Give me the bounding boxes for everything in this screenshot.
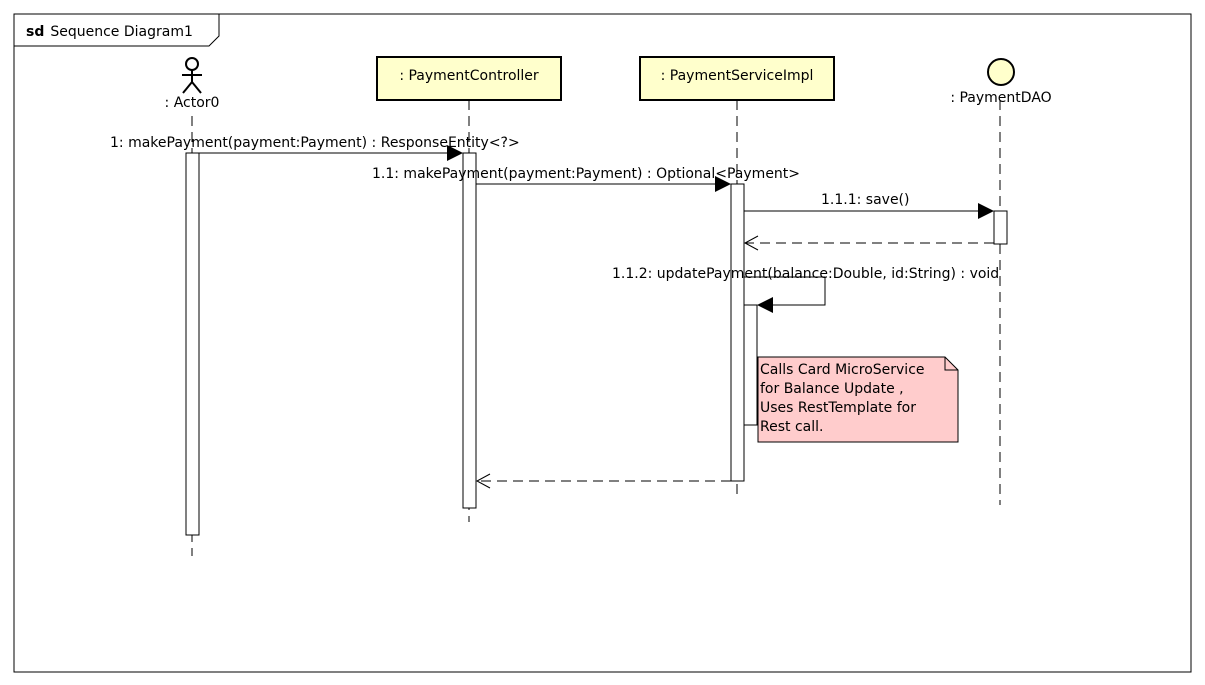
- note-line-1: Calls Card MicroService: [760, 362, 925, 378]
- activation-bar-dao: [993, 210, 1008, 245]
- message-1-1-1[interactable]: 1.1.1: save(): [744, 192, 994, 219]
- actor-icon: [182, 57, 202, 94]
- return-message-dao[interactable]: [743, 235, 994, 251]
- arrowhead-filled-icon: [447, 145, 463, 161]
- participant-label: : PaymentDAO: [950, 90, 1051, 106]
- frame-title: Sequence Diagram1: [50, 24, 193, 40]
- actor-participant[interactable]: : Actor0: [165, 57, 220, 111]
- message-label: 1.1.2: updatePayment(balance:Double, id:…: [612, 266, 999, 282]
- actor-label: : Actor0: [165, 95, 220, 111]
- participant-label: : PaymentServiceImpl: [661, 68, 814, 84]
- arrowhead-filled-icon: [715, 176, 731, 192]
- activation-bar-service-nested: [743, 304, 758, 426]
- message-1[interactable]: 1: makePayment(payment:Payment) : Respon…: [110, 135, 520, 161]
- message-label: 1.1.1: save(): [821, 192, 909, 208]
- note-line-3: Uses RestTemplate for: [760, 400, 916, 416]
- return-message-service[interactable]: [475, 473, 731, 489]
- arrowhead-open-icon: [475, 473, 491, 489]
- note-line-2: for Balance Update ,: [760, 381, 904, 397]
- note-line-4: Rest call.: [760, 419, 823, 435]
- arrowhead-filled-icon: [757, 297, 773, 313]
- participant-label: : PaymentController: [399, 68, 539, 84]
- frame-keyword: sd: [26, 24, 44, 40]
- frame-label: sd Sequence Diagram1: [26, 24, 193, 40]
- participant-box: [639, 56, 835, 101]
- participant-payment-dao[interactable]: : PaymentDAO: [950, 58, 1052, 106]
- self-message-line: [744, 276, 826, 306]
- activation-bar-actor: [185, 152, 200, 536]
- participant-payment-controller[interactable]: : PaymentController: [376, 56, 562, 101]
- message-1-1[interactable]: 1.1: makePayment(payment:Payment) : Opti…: [372, 166, 800, 192]
- activation-bar-service: [730, 183, 745, 482]
- entity-icon: [987, 58, 1015, 86]
- frame-label-box: [14, 14, 220, 47]
- message-label: 1.1: makePayment(payment:Payment) : Opti…: [372, 166, 800, 182]
- arrowhead-filled-icon: [978, 203, 994, 219]
- note-fold-icon: [944, 357, 958, 371]
- arrowhead-open-icon: [743, 235, 759, 251]
- message-label: 1: makePayment(payment:Payment) : Respon…: [110, 135, 520, 151]
- note-box: [757, 356, 959, 443]
- activation-bar-controller: [462, 152, 477, 509]
- note[interactable]: Calls Card MicroService for Balance Upda…: [744, 356, 959, 443]
- message-1-1-2[interactable]: 1.1.2: updatePayment(balance:Double, id:…: [612, 266, 999, 313]
- diagram-frame: [13, 13, 1192, 673]
- participant-payment-service-impl[interactable]: : PaymentServiceImpl: [639, 56, 835, 101]
